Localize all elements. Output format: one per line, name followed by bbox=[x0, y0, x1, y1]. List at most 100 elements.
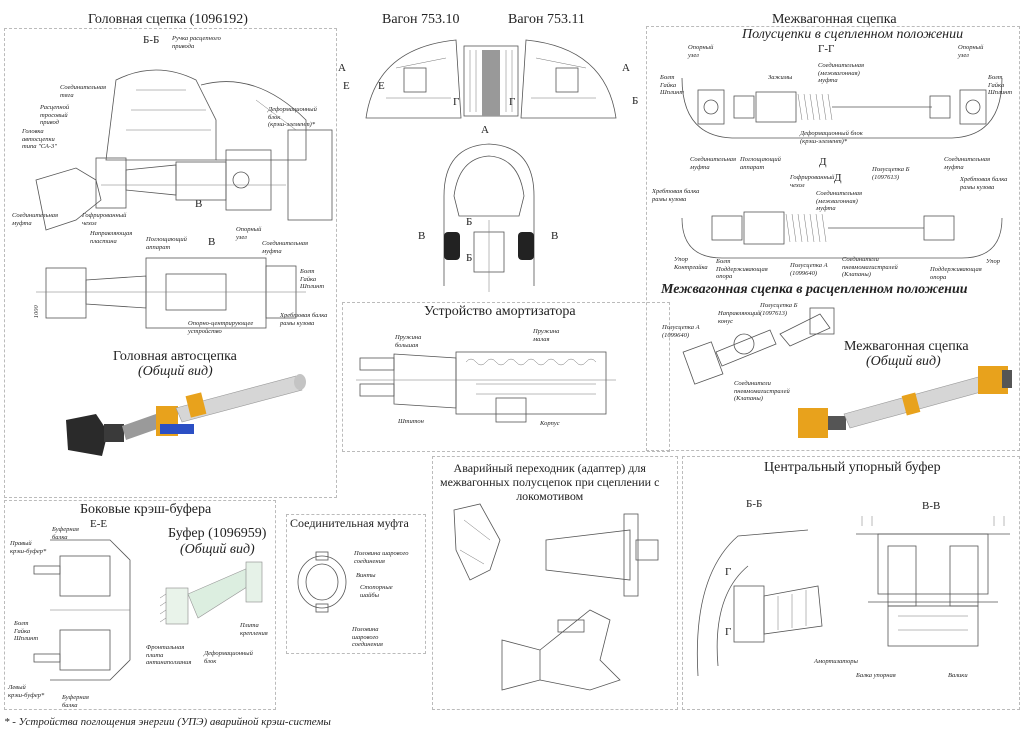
center-buffer-section-bb-drawing bbox=[696, 529, 823, 677]
section-bb-label: Б-Б bbox=[143, 34, 160, 46]
head-autocoupler-subtitle: (Общий вид) bbox=[138, 364, 213, 379]
label-buffer-beam-top: Буферная балка bbox=[52, 526, 79, 541]
label-ic-conn-sleeve-top: Соединительная (межвагонная) муфта bbox=[818, 62, 865, 84]
damper-panel bbox=[342, 302, 670, 452]
label-connecting-rod: Соединительная тяга bbox=[60, 84, 107, 99]
center-buffer-section-vv: В-В bbox=[922, 500, 941, 512]
label-big-spring: Пружина большая bbox=[395, 334, 422, 349]
label-ic-bolt-r: Болт Гайка Шплинт bbox=[988, 74, 1013, 96]
center-buffer-panel bbox=[682, 456, 1020, 710]
label-ic-conn-sleeve-mid: Соединительная (межвагонная) муфта bbox=[816, 190, 863, 212]
label-bolt-nut: Болт Гайка Шплинт bbox=[300, 268, 325, 290]
intercar-section-gg: Г-Г bbox=[818, 43, 835, 55]
label-ic-support-r: Поддерживающая опора bbox=[930, 266, 982, 281]
label-ic-support-node-r: Опорный узел bbox=[958, 44, 984, 59]
label-front-plate: Фронтальная плита антинаползания bbox=[146, 644, 192, 666]
center-buffer-mark-g-bottom: Г bbox=[725, 626, 732, 638]
label-ic-clamps: Зажимы bbox=[768, 74, 793, 81]
wagon-mark-g-right: Г bbox=[509, 96, 516, 108]
label-ic-support-node-l: Опорный узел bbox=[688, 44, 714, 59]
label-small-spring: Пружина малая bbox=[533, 328, 560, 343]
intercar-coupled-drawing bbox=[681, 77, 1003, 259]
label-screws: Винты bbox=[356, 572, 376, 579]
coupling-sleeve-drawing bbox=[297, 551, 347, 613]
wagon-mark-g-left: Г bbox=[453, 96, 460, 108]
label-release-handle: Ручка расцепного привода bbox=[172, 35, 221, 50]
intercar-panel bbox=[646, 26, 1020, 451]
intercar-overview-subtitle: (Общий вид) bbox=[866, 354, 941, 369]
wagons-top-view bbox=[365, 39, 617, 119]
head-autocoupler-title: Головная автосцепка bbox=[113, 349, 237, 364]
label-uc-half-b: Полусцепка Б (1097613) bbox=[760, 302, 798, 317]
label-ic-deform-block: Деформационный блок (крэш-элемент)* bbox=[800, 130, 863, 145]
label-bellows: Гофрированный чехол bbox=[82, 212, 127, 227]
coupling-sleeve-title: Соединительная муфта bbox=[290, 516, 409, 530]
coupling-sleeve-panel bbox=[286, 514, 426, 654]
label-ic-conn-sleeve-l: Соединительная муфта bbox=[690, 156, 737, 171]
label-ic-bellows: Гофрированный чехол bbox=[790, 174, 835, 189]
footnote: * - Устройства поглощения энергии (УПЭ) … bbox=[4, 716, 331, 728]
wagon-mark-a-right: А bbox=[622, 62, 630, 74]
label-right-buffer: Правый крэш-буфер* bbox=[10, 540, 47, 555]
label-ic-frame-beam-l: Хребтовая балка рамы кузова bbox=[652, 188, 700, 203]
label-buffer-deform-block: Деформационный блок bbox=[204, 650, 253, 665]
head-autocoupler-render bbox=[66, 374, 306, 456]
label-washers: Стопорные шайбы bbox=[360, 584, 393, 599]
intercar-overview-title: Межвагонная сцепка bbox=[844, 339, 969, 354]
label-frame-beam: Хребтовая балка рамы кузова bbox=[280, 312, 328, 327]
head-coupler-title: Головная сцепка (1096192) bbox=[88, 12, 248, 27]
label-connecting-sleeve: Соединительная муфта bbox=[12, 212, 59, 227]
wagon-mark-e-2: Е bbox=[378, 80, 385, 92]
intercar-overview-render bbox=[798, 366, 1012, 438]
label-support-node: Опорный узел bbox=[236, 226, 262, 241]
label-ic-stop-l: Упор Контргайка bbox=[674, 256, 708, 271]
intercar-section-d-top: Д bbox=[819, 156, 827, 168]
wagon-mark-v-left: В bbox=[418, 230, 426, 242]
wagon-mark-a-left: А bbox=[338, 62, 346, 74]
intercar-uncoupled-subtitle: Межвагонная сцепка в расцепленном положе… bbox=[661, 282, 968, 297]
label-sb-bolt: Болт Гайка Шплинт bbox=[14, 620, 39, 642]
label-uc-guide-cone: Направляющий конус bbox=[718, 310, 761, 325]
side-buffers-drawing bbox=[33, 539, 131, 681]
label-connecting-sleeve-2: Соединительная муфта bbox=[262, 240, 309, 255]
label-mount-plate: Плита крепления bbox=[240, 622, 268, 637]
side-buffers-title: Боковые крэш-буфера bbox=[80, 502, 212, 517]
label-absorber: Поглощающий аппарат bbox=[146, 236, 187, 251]
intercar-section-d-bottom: Д bbox=[834, 172, 842, 184]
label-buffer-beam-bot: Буферная балка bbox=[62, 694, 89, 709]
intercar-title: Межвагонная сцепка bbox=[772, 12, 897, 27]
wagon-mark-b-bottom: Б bbox=[466, 252, 473, 264]
wagon-mark-v-right: В bbox=[551, 230, 559, 242]
label-rollers: Валики bbox=[948, 672, 968, 679]
label-ic-conn-sleeve-r: Соединительная муфта bbox=[944, 156, 991, 171]
label-ic-frame-beam-r: Хребтовая балка рамы кузова bbox=[960, 176, 1008, 191]
center-buffer-section-bb: Б-Б bbox=[746, 498, 763, 510]
adapter-drawing bbox=[453, 503, 659, 691]
head-coupler-drawing bbox=[35, 69, 333, 329]
label-ic-half-b: Полусцепка Б (1097613) bbox=[872, 166, 910, 181]
damper-title: Устройство амортизатора bbox=[424, 304, 576, 319]
side-buffers-section: Е-Е bbox=[90, 518, 108, 530]
label-guide-plate: Направляющая пластина bbox=[90, 230, 133, 245]
label-ic-bolt-mid: Болт Поддерживающая опора bbox=[716, 258, 768, 280]
wagon-mark-e: Е bbox=[343, 80, 350, 92]
label-body: Корпус bbox=[540, 420, 560, 427]
section-v-label: В bbox=[195, 198, 203, 210]
label-dampers: Амортизаторы bbox=[814, 658, 858, 665]
label-uc-half-a: Полусцепка А (1099640) bbox=[662, 324, 700, 339]
section-v-label-2: В bbox=[208, 236, 216, 248]
head-coupler-panel bbox=[4, 28, 337, 498]
label-rod: Штитон bbox=[398, 418, 424, 425]
label-ic-half-a: Полусцепка А (1099640) bbox=[790, 262, 828, 277]
buffer-subtitle: (Общий вид) bbox=[180, 542, 255, 557]
label-ic-absorber: Поглощающий аппарат bbox=[740, 156, 781, 171]
adapter-title: Аварийный переходник (адаптер) для межва… bbox=[440, 461, 660, 503]
label-ic-bolt-l: Болт Гайка Шплинт bbox=[660, 74, 685, 96]
label-deform-block: Деформационный блок (крэш-элемент)* bbox=[268, 106, 317, 128]
label-beam: Балка упорная bbox=[856, 672, 896, 679]
label-uc-pneumatic: Соединители пневмомагистралей (Клапаны) bbox=[734, 380, 790, 402]
buffer-title: Буфер (1096959) bbox=[168, 526, 267, 541]
label-left-buffer: Левый крэш-буфер* bbox=[8, 684, 45, 699]
wagon-mark-b-top: Б bbox=[466, 216, 473, 228]
center-buffer-mark-g-top: Г bbox=[725, 566, 732, 578]
